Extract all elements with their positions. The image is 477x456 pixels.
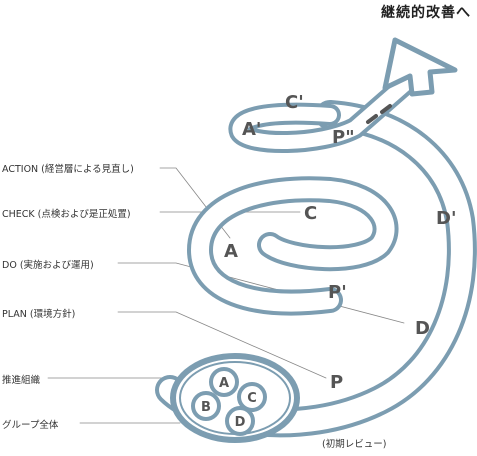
letter-a-prime: A'	[242, 119, 261, 140]
label-plan: PLAN (環境方針)	[2, 309, 76, 320]
core-circle-a	[209, 367, 239, 397]
core-letter-d: D	[235, 415, 246, 430]
letter-d: D	[415, 318, 430, 339]
core-circle-d	[225, 406, 255, 436]
letter-a: A	[224, 241, 238, 262]
heading-continuous-improvement: 継続的改善へ	[381, 5, 471, 21]
core-letter-b: B	[201, 400, 211, 415]
leader-line-plan	[117, 311, 327, 379]
label-action: ACTION (経営層による見直し)	[2, 164, 134, 175]
arrow-head	[382, 37, 458, 97]
core-circle-c	[237, 382, 267, 412]
leader-lines	[47, 167, 405, 424]
letter-c-prime: C'	[285, 92, 304, 113]
core-circle-b	[191, 391, 221, 421]
label-do: DO (実施および運用)	[2, 260, 94, 271]
letter-c: C	[304, 203, 317, 224]
core-bundle	[170, 353, 300, 443]
core-letter-a: A	[219, 376, 229, 391]
initial-review-note: (初期レビュー)	[322, 439, 387, 450]
letter-d-prime: D'	[436, 208, 456, 229]
letter-p-double-prime: P"	[332, 127, 355, 148]
dash-marks	[366, 104, 392, 124]
core-letter-c: C	[247, 391, 257, 406]
label-check: CHECK (点検および是正処置)	[2, 209, 131, 220]
letter-p: P	[330, 372, 343, 393]
letter-p-prime: P'	[328, 282, 347, 303]
label-promotion-organization: 推進組織	[2, 375, 41, 386]
label-whole-group: グループ全体	[2, 420, 59, 431]
